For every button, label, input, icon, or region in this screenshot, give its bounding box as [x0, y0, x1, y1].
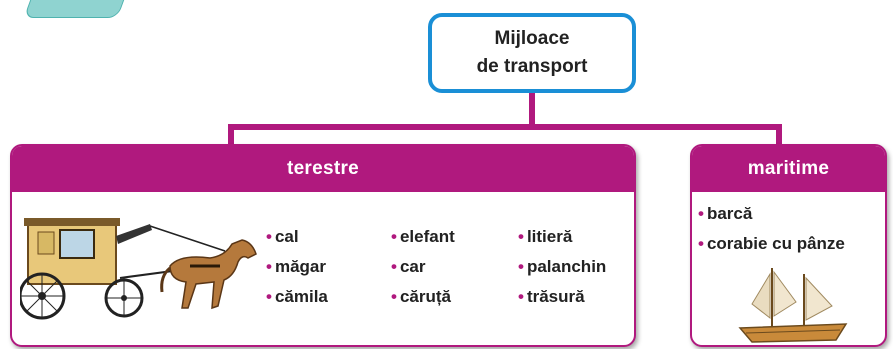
- terestre-item: •palanchin: [518, 257, 607, 276]
- connector-horizontal: [228, 124, 782, 130]
- terestre-item: •elefant: [391, 227, 455, 246]
- terestre-header: terestre: [12, 146, 634, 192]
- terestre-item: •măgar: [266, 257, 326, 276]
- maritime-item: •barcă: [698, 204, 753, 223]
- root-node: Mijloace de transport: [428, 13, 636, 93]
- terestre-item: •cal: [266, 227, 299, 246]
- terestre-panel: terestre •cal •măgar •cămila •elefant •c…: [10, 144, 636, 347]
- root-node-line1: Mijloace: [494, 28, 570, 49]
- maritime-item: •corabie cu pânze: [698, 234, 845, 253]
- sailing-ship-illustration: [738, 268, 848, 343]
- horse-carriage-illustration: [20, 218, 257, 320]
- terestre-item: •car: [391, 257, 426, 276]
- terestre-item: •trăsură: [518, 287, 585, 306]
- terestre-item: •litieră: [518, 227, 573, 246]
- root-node-line2: de transport: [476, 56, 588, 77]
- connector-left-drop: [228, 124, 234, 146]
- corner-tab-decoration: [23, 0, 127, 18]
- connector-right-drop: [776, 124, 782, 146]
- terestre-item: •cămila: [266, 287, 328, 306]
- maritime-header: maritime: [692, 146, 885, 192]
- terestre-item: •căruță: [391, 287, 451, 306]
- connector-root-stem: [529, 93, 535, 127]
- maritime-panel: maritime •barcă •corabie cu pânze: [690, 144, 887, 347]
